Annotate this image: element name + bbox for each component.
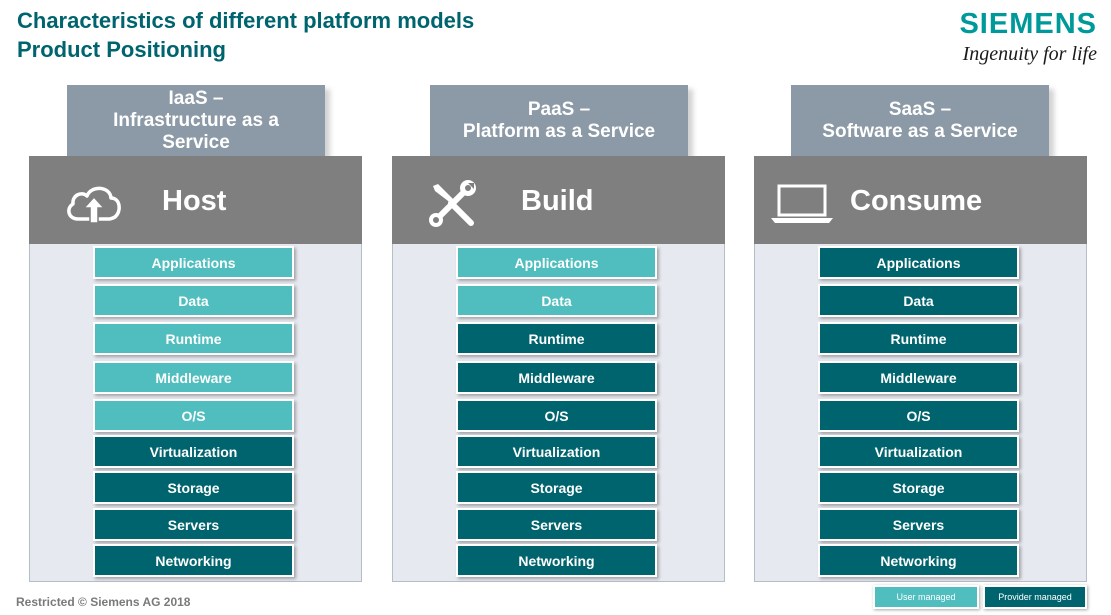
layer-middleware: Middleware: [818, 361, 1019, 394]
cloud-upload-icon: [64, 181, 124, 232]
layer-applications: Applications: [456, 246, 657, 279]
layer-data: Data: [818, 284, 1019, 317]
wrench-screwdriver-icon: [427, 180, 477, 235]
tab-line-2: Infrastructure as a: [113, 109, 279, 131]
column-paas: PaaS – Platform as a Service Build Appli…: [392, 85, 725, 582]
tab-line-3: Service: [162, 131, 230, 153]
column-header: [754, 156, 1087, 244]
layer-o-s: O/S: [93, 399, 294, 432]
brand-name: SIEMENS: [959, 8, 1097, 40]
layer-middleware: Middleware: [93, 361, 294, 394]
layer-virtualization: Virtualization: [93, 435, 294, 468]
layer-networking: Networking: [818, 544, 1019, 577]
tab-saas: SaaS – Software as a Service: [791, 85, 1049, 156]
layer-storage: Storage: [818, 471, 1019, 504]
layer-applications: Applications: [93, 246, 294, 279]
column-header: [29, 156, 362, 244]
layer-runtime: Runtime: [93, 322, 294, 355]
siemens-logo: SIEMENS Ingenuity for life: [959, 8, 1097, 65]
title-line-1: Characteristics of different platform mo…: [17, 8, 475, 33]
tab-line-2: Platform as a Service: [462, 120, 656, 142]
layer-storage: Storage: [456, 471, 657, 504]
column-saas: SaaS – Software as a Service Consume App…: [754, 85, 1087, 582]
layer-servers: Servers: [456, 508, 657, 541]
laptop-icon: [769, 183, 835, 230]
legend-provider-managed: Provider managed: [983, 585, 1087, 609]
tab-line-1: SaaS –: [888, 98, 952, 120]
layer-networking: Networking: [456, 544, 657, 577]
tab-paas: PaaS – Platform as a Service: [430, 85, 688, 156]
layer-servers: Servers: [818, 508, 1019, 541]
tab-line-1: IaaS –: [168, 87, 224, 109]
legend-user-managed: User managed: [873, 585, 979, 609]
column-label-host: Host: [162, 185, 227, 217]
layer-virtualization: Virtualization: [456, 435, 657, 468]
tab-line-1: PaaS –: [527, 98, 591, 120]
layer-runtime: Runtime: [818, 322, 1019, 355]
tab-line-2: Software as a Service: [822, 120, 1018, 142]
slide-title: Characteristics of different platform mo…: [17, 6, 474, 64]
column-label-build: Build: [521, 185, 594, 217]
column-iaas: IaaS – Infrastructure as a Service Host …: [29, 85, 362, 582]
layer-virtualization: Virtualization: [818, 435, 1019, 468]
layer-o-s: O/S: [818, 399, 1019, 432]
layer-servers: Servers: [93, 508, 294, 541]
title-line-2: Product Positioning: [17, 37, 226, 62]
footer-copyright: Restricted © Siemens AG 2018: [16, 595, 191, 609]
layer-data: Data: [93, 284, 294, 317]
layer-middleware: Middleware: [456, 361, 657, 394]
column-label-consume: Consume: [850, 185, 983, 217]
layer-data: Data: [456, 284, 657, 317]
layer-networking: Networking: [93, 544, 294, 577]
layer-o-s: O/S: [456, 399, 657, 432]
layer-runtime: Runtime: [456, 322, 657, 355]
layer-storage: Storage: [93, 471, 294, 504]
brand-tagline: Ingenuity for life: [962, 43, 1097, 65]
tab-iaas: IaaS – Infrastructure as a Service: [67, 85, 325, 156]
layer-applications: Applications: [818, 246, 1019, 279]
